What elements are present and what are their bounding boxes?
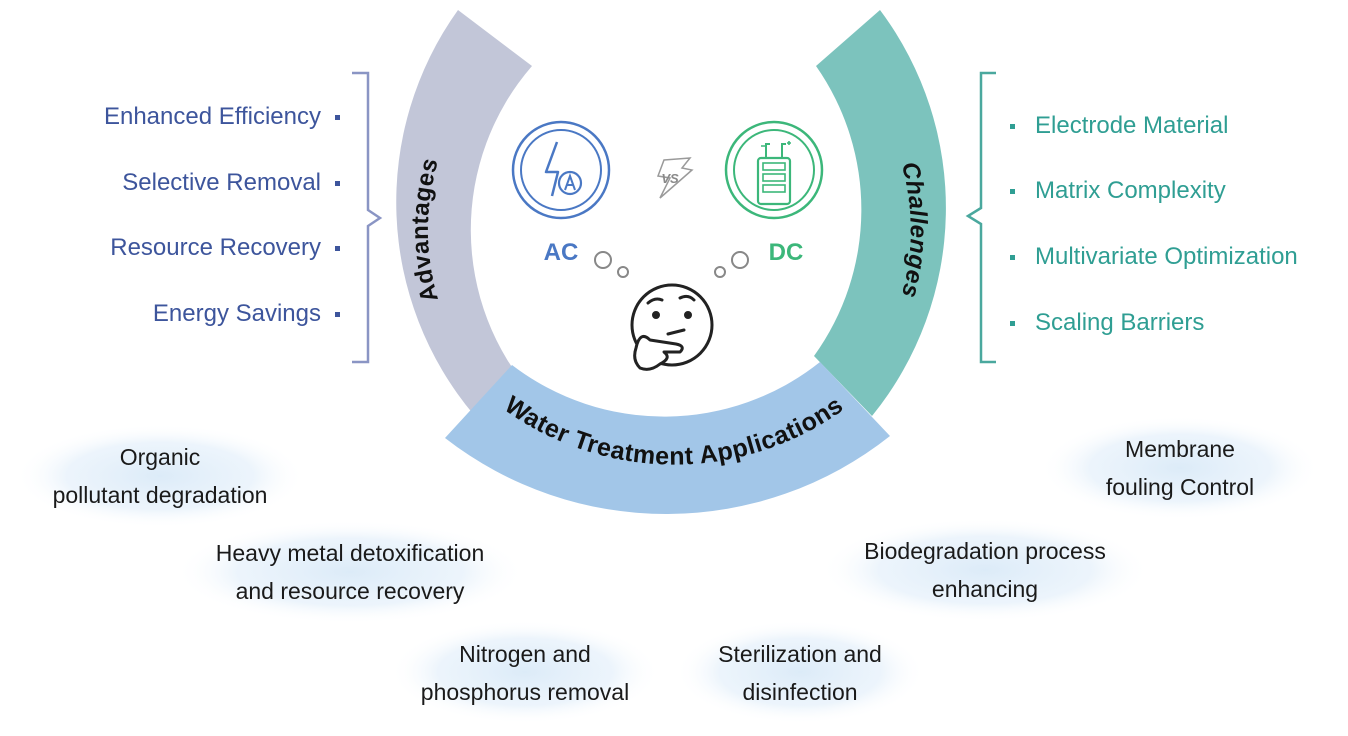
challenge-item-label: Electrode Material bbox=[1035, 112, 1229, 139]
application-line: fouling Control bbox=[1105, 474, 1255, 500]
vs-badge-icon: VS bbox=[656, 157, 694, 199]
challenges-arc bbox=[814, 10, 946, 416]
advantage-item-label: Selective Removal bbox=[122, 169, 321, 196]
challenge-item: Scaling Barriers bbox=[1010, 309, 1204, 337]
ac-lightning-icon bbox=[511, 120, 611, 220]
bullet-icon bbox=[335, 246, 340, 252]
ac-label: AC bbox=[544, 239, 579, 266]
application-item: Sterilization and disinfection bbox=[680, 635, 920, 711]
challenge-item: Electrode Material bbox=[1010, 112, 1228, 140]
application-line: Sterilization and bbox=[718, 641, 882, 667]
advantage-item: Enhanced Efficiency bbox=[20, 103, 340, 131]
challenge-item: Matrix Complexity bbox=[1010, 177, 1226, 205]
dc-battery-icon bbox=[724, 120, 824, 220]
challenge-item-label: Matrix Complexity bbox=[1035, 177, 1226, 204]
thought-bubbles bbox=[594, 251, 749, 278]
advantage-item: Selective Removal bbox=[20, 169, 340, 197]
advantage-item: Resource Recovery bbox=[20, 234, 340, 262]
challenge-item-label: Multivariate Optimization bbox=[1035, 243, 1298, 270]
bullet-icon bbox=[1010, 321, 1015, 327]
bullet-icon bbox=[335, 181, 340, 187]
challenge-item-label: Scaling Barriers bbox=[1035, 309, 1205, 336]
application-line: phosphorus removal bbox=[420, 679, 630, 705]
thinking-face-icon bbox=[630, 283, 714, 371]
advantage-item-label: Enhanced Efficiency bbox=[103, 103, 321, 130]
application-item: Organic pollutant degradation bbox=[20, 438, 300, 514]
bullet-icon bbox=[1010, 255, 1015, 261]
applications-arc bbox=[445, 362, 890, 514]
challenges-bracket bbox=[965, 71, 996, 364]
application-line: Nitrogen and bbox=[459, 641, 591, 667]
bullet-icon bbox=[1010, 124, 1015, 130]
application-line: Heavy metal detoxification bbox=[215, 540, 485, 566]
application-line: pollutant degradation bbox=[52, 482, 268, 508]
dc-label: DC bbox=[769, 239, 804, 266]
advantage-item-label: Energy Savings bbox=[152, 300, 321, 327]
advantage-item: Energy Savings bbox=[20, 300, 340, 328]
bullet-icon bbox=[335, 312, 340, 318]
bullet-icon bbox=[335, 115, 340, 121]
bullet-icon bbox=[1010, 189, 1015, 195]
application-glows bbox=[15, 416, 1320, 724]
advantages-arc bbox=[396, 10, 534, 415]
application-line: Biodegradation process bbox=[864, 538, 1106, 564]
application-item: Nitrogen and phosphorus removal bbox=[395, 635, 655, 711]
svg-text:VS: VS bbox=[661, 171, 679, 186]
application-line: Organic bbox=[119, 444, 201, 470]
application-line: Membrane bbox=[1125, 436, 1235, 462]
application-line: enhancing bbox=[931, 576, 1039, 602]
application-item: Membrane fouling Control bbox=[1060, 430, 1300, 506]
challenge-item: Multivariate Optimization bbox=[1010, 243, 1298, 271]
application-item: Heavy metal detoxification and resource … bbox=[180, 534, 520, 610]
application-item: Biodegradation process enhancing bbox=[830, 532, 1140, 608]
advantage-item-label: Resource Recovery bbox=[110, 234, 321, 261]
application-line: and resource recovery bbox=[235, 578, 465, 604]
application-line: disinfection bbox=[742, 679, 858, 705]
advantages-bracket bbox=[352, 71, 383, 364]
